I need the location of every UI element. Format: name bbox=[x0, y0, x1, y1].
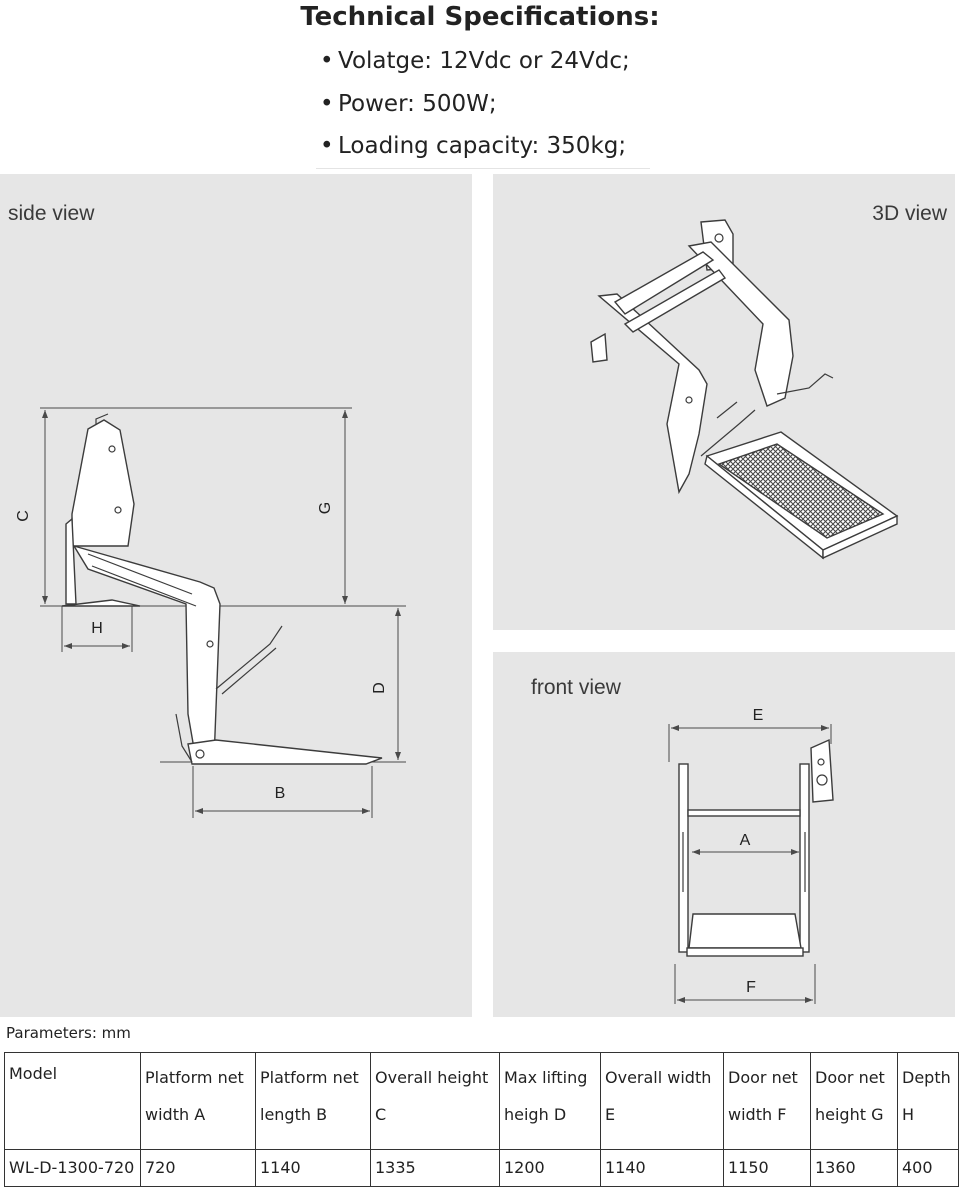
3d-view-drawing bbox=[590, 219, 899, 560]
side-view-drawing: C G H D B bbox=[15, 407, 406, 818]
side-view-panel: side view bbox=[0, 174, 472, 1017]
3d-view-label: 3D view bbox=[872, 202, 947, 225]
dim-label-e: E bbox=[753, 707, 764, 724]
front-view-panel: front view E A F bbox=[493, 652, 955, 1017]
header-model: Model bbox=[4, 1052, 141, 1150]
spec-list: Volatge: 12Vdc or 24Vdc; Power: 500W; Lo… bbox=[316, 40, 650, 169]
cell-overall-width: 1140 bbox=[600, 1149, 724, 1187]
spec-loading-capacity: Loading capacity: 350kg; bbox=[316, 125, 650, 168]
3d-view-panel: 3D view bbox=[493, 174, 955, 630]
front-view-drawing: E A F bbox=[668, 707, 834, 1004]
cell-platform-width: 720 bbox=[140, 1149, 256, 1187]
dim-label-g: G bbox=[317, 502, 334, 514]
table-row: WL-D-1300-720 720 1140 1335 1200 1140 11… bbox=[4, 1149, 959, 1187]
cell-door-height: 1360 bbox=[810, 1149, 898, 1187]
dim-label-b: B bbox=[275, 785, 286, 802]
dim-label-d: D bbox=[371, 682, 388, 694]
dim-label-c: C bbox=[15, 510, 32, 522]
spec-power: Power: 500W; bbox=[316, 83, 650, 126]
dim-label-h: H bbox=[91, 620, 103, 637]
spec-voltage: Volatge: 12Vdc or 24Vdc; bbox=[316, 40, 650, 83]
cell-model: WL-D-1300-720 bbox=[4, 1149, 141, 1187]
cell-platform-length: 1140 bbox=[255, 1149, 371, 1187]
parameters-caption: Parameters: mm bbox=[6, 1024, 131, 1042]
cell-depth: 400 bbox=[897, 1149, 959, 1187]
dim-label-f: F bbox=[746, 979, 756, 996]
side-view-label: side view bbox=[8, 202, 95, 225]
cell-door-width: 1150 bbox=[723, 1149, 811, 1187]
page-title: Technical Specifications: bbox=[300, 2, 660, 32]
dim-label-a: A bbox=[740, 832, 751, 849]
cell-overall-height: 1335 bbox=[370, 1149, 500, 1187]
front-view-label: front view bbox=[531, 676, 621, 699]
cell-max-lifting: 1200 bbox=[499, 1149, 601, 1187]
